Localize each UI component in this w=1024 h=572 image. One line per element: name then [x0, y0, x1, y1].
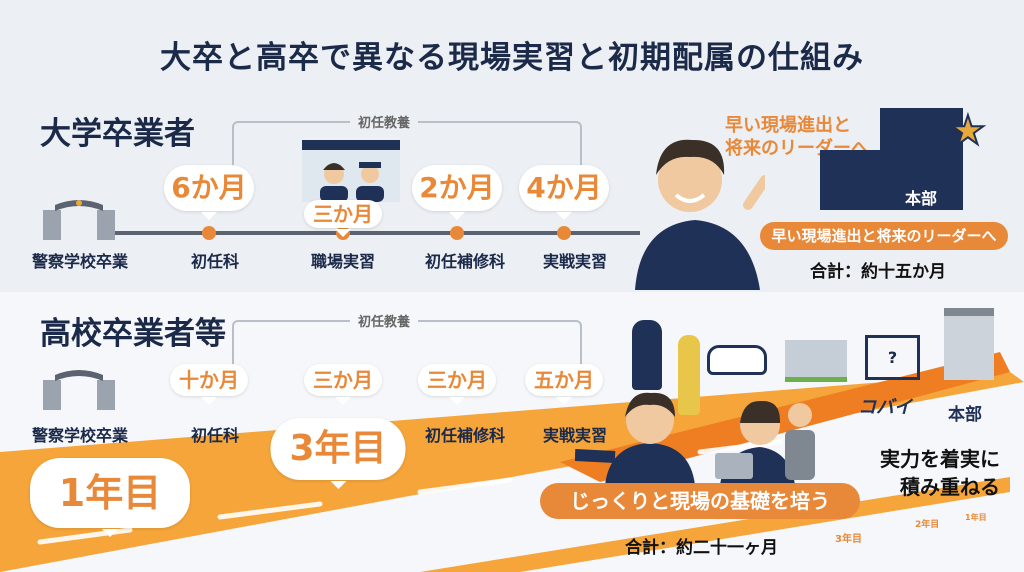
timeline: [110, 231, 640, 235]
officers-illustration: [575, 392, 815, 485]
koban-label: コバイ: [858, 397, 912, 418]
slogan-line: 実力を着実に: [880, 447, 1000, 471]
duration-bubble: 五か月: [525, 364, 603, 405]
headquarters-building-icon: [944, 308, 994, 380]
highschool-heading: 高校卒業者等: [40, 316, 226, 352]
building-icon: [880, 108, 963, 210]
total-duration: 合計：約十五か月: [810, 262, 946, 282]
timeline-dot: [450, 226, 464, 240]
step-label: 実戦実習: [542, 426, 608, 445]
building-label: 本部: [905, 189, 938, 208]
university-heading: 大学卒業者: [40, 116, 195, 152]
gate-icon: [43, 370, 115, 410]
step-label: 実戦実習: [542, 252, 608, 271]
duration-bubble: 6か月: [164, 165, 254, 220]
star-icon: ★: [949, 107, 987, 155]
mini-milestone: 1年目: [965, 513, 987, 522]
traffic-officer-illustration: [678, 335, 700, 415]
duration-bubble: 三か月: [304, 364, 382, 405]
duration-bubble: 4か月: [519, 165, 609, 220]
year1-bubble: 1年目: [30, 458, 190, 537]
step-label: 警察学校卒業: [31, 252, 129, 271]
timeline-dot: [202, 226, 216, 240]
mini-milestone: 3年目: [835, 534, 862, 545]
gate-icon: [43, 200, 115, 240]
duration-bubble: 三か月: [418, 364, 496, 405]
year3-bubble: 3年目: [270, 418, 406, 489]
page-title: 大卒と高卒で異なる現場実習と初期配属の仕組み: [160, 40, 864, 76]
step-label: 初任補修科: [424, 252, 506, 271]
total-duration: 合計：約二十一ヶ月: [625, 538, 778, 558]
building-label: 本部: [948, 405, 982, 425]
summary-pill: じっくりと現場の基礎を培う: [540, 483, 860, 519]
duration-bubble: 2か月: [412, 165, 502, 220]
step-label: 警察学校卒業: [31, 426, 129, 445]
mini-milestone: 2年目: [915, 520, 940, 530]
bracket-label: 初任教養: [350, 112, 419, 131]
step-label: 初任科: [190, 252, 240, 271]
callout-text: 早い現場進出と 将来のリーダーへ: [725, 114, 869, 160]
question-box-icon: ?: [865, 335, 920, 380]
callout-line: 早い現場進出と: [725, 115, 851, 136]
bracket-label: 初任教養: [350, 311, 419, 330]
step-label: 職場実習: [310, 252, 376, 271]
duration-bubble: 三か月: [304, 200, 382, 237]
slogan-text: 実力を着実に 積み重ねる: [865, 445, 1000, 501]
timeline-dot: [557, 226, 571, 240]
graduate-person-illustration: [635, 139, 765, 290]
school-building-icon: [785, 340, 847, 382]
training-illustration: [302, 140, 400, 202]
summary-pill: 早い現場進出と将来のリーダーへ: [760, 222, 1008, 250]
step-label: 初任補修科: [424, 426, 506, 445]
building-icon: [820, 150, 880, 210]
officer-illustration: [632, 320, 662, 390]
step-label: 初任科: [190, 426, 240, 445]
police-car-icon: [707, 345, 767, 375]
duration-bubble: 十か月: [170, 364, 248, 405]
slogan-line: 積み重ねる: [900, 475, 1000, 499]
